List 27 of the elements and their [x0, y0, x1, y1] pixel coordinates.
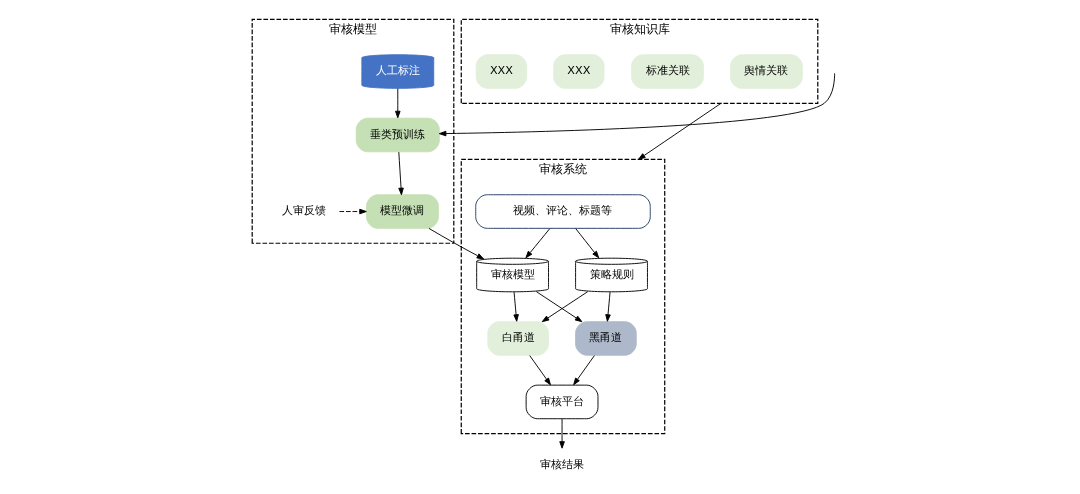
node-box: 白甬道	[486, 321, 549, 356]
arrow	[397, 151, 404, 196]
arrow	[524, 228, 550, 259]
node-box: XXX	[475, 54, 527, 89]
arrow	[528, 355, 551, 386]
node-box: XXX	[552, 54, 605, 89]
arrow	[604, 291, 611, 322]
arrow	[574, 228, 599, 259]
arrow	[338, 208, 367, 215]
node-box: 视频、评论、标题等	[474, 194, 651, 229]
node-text: 人审反馈	[281, 204, 326, 218]
node-text: 审核结果	[539, 458, 584, 472]
node-box: 黑甬道	[574, 321, 637, 356]
node-box: 模型微调	[365, 194, 439, 229]
arrow	[637, 102, 722, 160]
node-box: 舆情关联	[729, 54, 803, 89]
arrow	[541, 291, 588, 323]
node-box: 垂类预训练	[355, 117, 440, 153]
arrow	[438, 72, 835, 137]
arrow	[572, 355, 595, 386]
arrow	[512, 291, 519, 322]
arrow	[535, 291, 582, 323]
node-box: 标准关联	[630, 54, 704, 89]
arrow	[558, 418, 565, 449]
arrow	[427, 227, 484, 260]
arrow	[394, 88, 401, 119]
node-box: 审核平台	[525, 384, 598, 420]
